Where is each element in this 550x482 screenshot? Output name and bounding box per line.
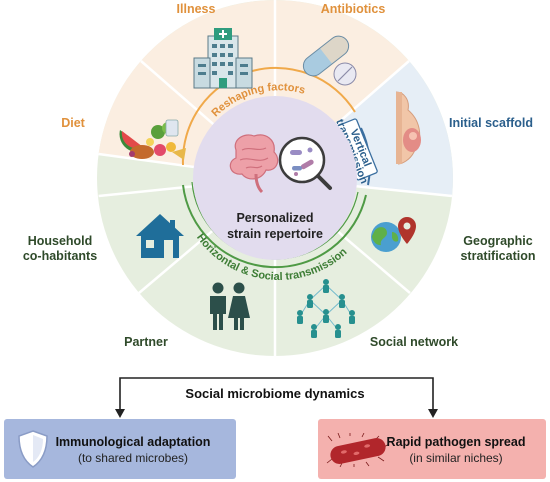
house-icon [136,214,184,258]
center-title-line2: strain repertoire [227,227,323,241]
dynamics-title: Social microbiome dynamics [185,386,365,401]
center-circle [193,96,357,260]
bacterium-icon [326,433,390,467]
label-initial-scaffold: Initial scaffold [449,116,533,130]
pills-icon [302,35,357,86]
rapid-pathogen-spread-box: Rapid pathogen spread (in similar niches… [318,419,546,479]
label-geographic-1: Geographic [463,234,533,248]
label-household-1: Household [28,234,93,248]
label-household-2: co-habitants [23,249,97,263]
label-partner: Partner [124,335,168,349]
pregnant-icon [395,91,421,165]
label-diet: Diet [61,116,85,130]
arrow-left-head [115,409,125,418]
shield-icon [18,430,48,468]
hospital-icon [193,28,253,89]
label-geographic-2: stratification [460,249,535,263]
couple-icon [210,282,250,330]
microbe-icon [278,136,332,190]
arrow-right-head [428,409,438,418]
horizontal-ring-outer [182,184,367,269]
rapid-pathogen-spread-subtitle: (in similar niches) [409,451,503,465]
immunological-adaptation-box: Immunological adaptation (to shared micr… [4,419,236,479]
immunological-adaptation-title: Immunological adaptation [55,435,211,449]
network-icon [297,279,355,338]
globe-pin-icon [371,217,416,252]
label-illness: Illness [177,2,216,16]
center-title-line1: Personalized [236,211,313,225]
dynamics-arrows [119,377,434,412]
immunological-adaptation-subtitle: (to shared microbes) [77,451,189,465]
food-icon [119,119,186,160]
label-social-network: Social network [370,335,458,349]
rapid-pathogen-spread-title: Rapid pathogen spread [386,435,526,449]
label-antibiotics: Antibiotics [321,2,386,16]
intestine-icon [229,134,279,194]
